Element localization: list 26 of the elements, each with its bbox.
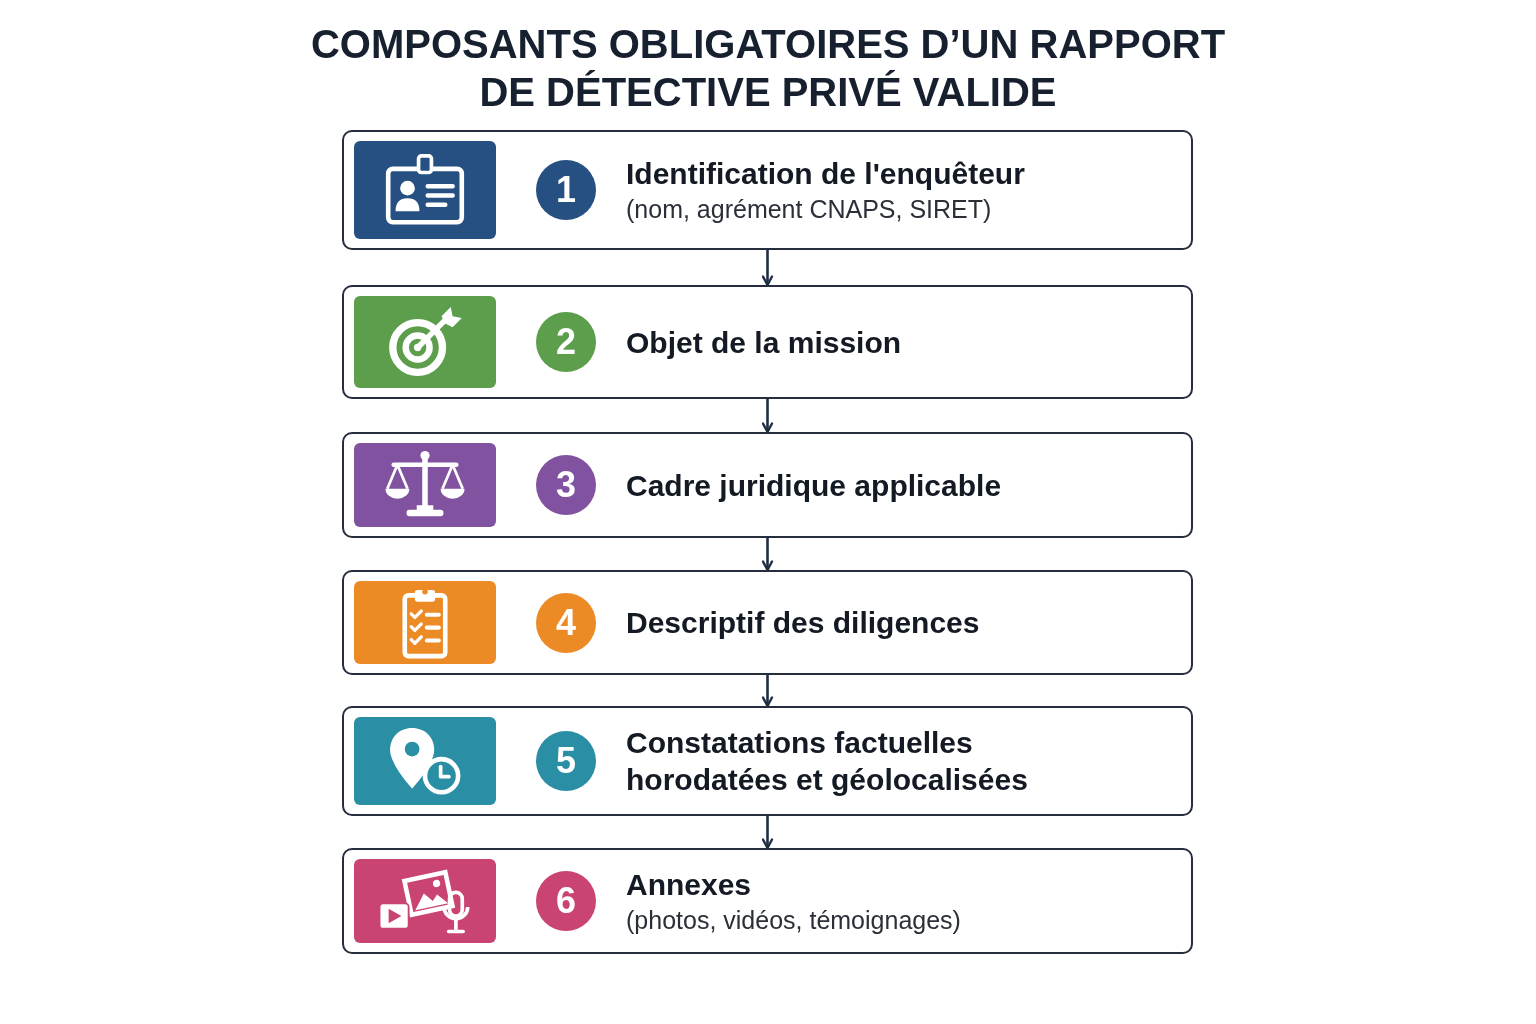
step-card — [342, 848, 1193, 954]
step-title: Annexes — [626, 866, 753, 903]
step-number: 3 — [536, 455, 596, 515]
arrow — [761, 675, 774, 708]
step-details: (nom, agrément CNAPS, SIRET) — [626, 193, 993, 225]
step-title: Cadre juridique applicable — [626, 467, 1002, 504]
arrow — [761, 250, 774, 287]
step-card — [342, 570, 1193, 675]
step-number: 6 — [536, 871, 596, 931]
arrow — [761, 816, 774, 850]
arrow — [761, 538, 774, 572]
step-card — [342, 432, 1193, 538]
step-title: Descriptif des diligences — [626, 605, 980, 641]
step-number: 5 — [536, 731, 596, 791]
step-title: Objet de la mission — [626, 324, 902, 361]
step-title: Constatations factuelles horodatées et géolocalisées — [626, 725, 1029, 798]
step-number: 4 — [536, 592, 596, 653]
step-number: 1 — [536, 160, 596, 220]
step-card — [342, 130, 1193, 250]
arrow — [761, 399, 774, 434]
step-details: (photos, vidéos, témoignages) — [626, 904, 961, 936]
step-title: Identification de l'enquêteur — [626, 155, 1025, 192]
step-card — [342, 285, 1193, 399]
step-card — [342, 706, 1193, 816]
title: COMPOSANTS OBLIGATOIRES D’UN RAPPORT DE DÉTECTIVE PRIVÉ VALIDE — [309, 21, 1227, 116]
step-number: 2 — [536, 312, 596, 372]
